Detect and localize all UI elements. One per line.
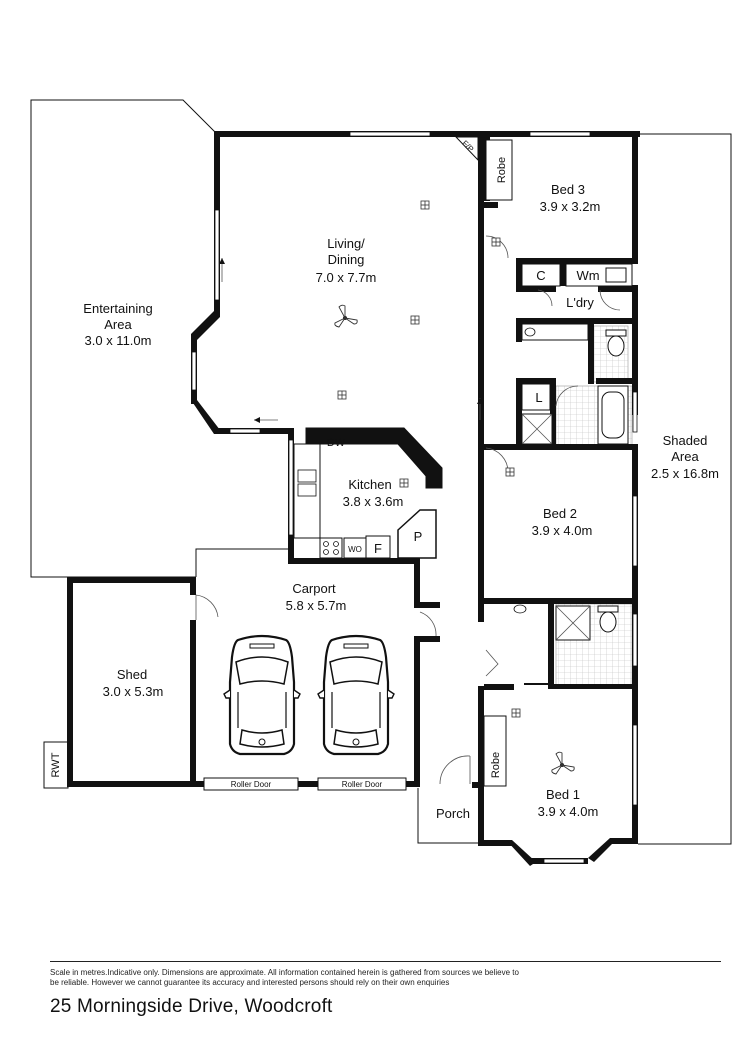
roller-door-left-label: Roller Door bbox=[231, 780, 272, 789]
door-swings bbox=[195, 235, 621, 785]
bed2-size: 3.9 x 4.0m bbox=[532, 523, 593, 538]
shed-size: 3.0 x 5.3m bbox=[103, 684, 164, 699]
bathroom-fixtures bbox=[521, 383, 629, 445]
entertaining-name-2: Area bbox=[104, 317, 132, 332]
living-size: 7.0 x 7.7m bbox=[316, 270, 377, 285]
linen-l-label: L bbox=[535, 390, 542, 405]
robe-top bbox=[485, 139, 513, 201]
roller-doors bbox=[203, 777, 407, 791]
pantry-label: P bbox=[414, 529, 423, 544]
dishwasher-label: DW bbox=[327, 437, 346, 449]
shaded-area-outline bbox=[638, 133, 732, 845]
porch-name: Porch bbox=[436, 806, 470, 821]
carport-size: 5.8 x 5.7m bbox=[286, 598, 347, 613]
robe-bed1 bbox=[483, 715, 507, 787]
shaded-name-2: Area bbox=[671, 449, 699, 464]
fridge-label: F bbox=[374, 541, 382, 556]
bed2-name: Bed 2 bbox=[543, 506, 577, 521]
rwt-label: RWT bbox=[50, 752, 62, 777]
washing-machine-label: Wm bbox=[576, 268, 599, 283]
bed1-name: Bed 1 bbox=[546, 787, 580, 802]
cars bbox=[222, 634, 396, 756]
carport-name: Carport bbox=[292, 581, 336, 596]
kitchen-name: Kitchen bbox=[348, 477, 391, 492]
bed1-size: 3.9 x 4.0m bbox=[538, 804, 599, 819]
property-address: 25 Morningside Drive, Woodcroft bbox=[50, 996, 333, 1017]
kitchen-fixtures bbox=[293, 443, 437, 559]
fireplace-symbol bbox=[454, 136, 479, 162]
living-name-2: Dining bbox=[328, 252, 365, 267]
living-name-1: Living/ bbox=[327, 236, 365, 251]
shaded-size: 2.5 x 16.8m bbox=[651, 466, 719, 481]
toilet-laundry bbox=[605, 329, 627, 357]
robe-bed1-label: Robe bbox=[490, 752, 502, 778]
footer-divider bbox=[50, 961, 721, 962]
roller-door-right-label: Roller Door bbox=[342, 780, 383, 789]
laundry-name: L'dry bbox=[566, 295, 594, 310]
entertaining-size: 3.0 x 11.0m bbox=[85, 333, 152, 348]
bed3-size: 3.9 x 3.2m bbox=[540, 199, 601, 214]
floor-plan: Entertaining Area 3.0 x 11.0m Living/ Di… bbox=[30, 99, 732, 866]
ensuite-fixtures bbox=[513, 604, 619, 685]
laundry-fixtures bbox=[521, 263, 633, 341]
windows bbox=[191, 131, 638, 864]
entertaining-name-1: Entertaining bbox=[83, 301, 152, 316]
kitchen-size: 3.8 x 3.6m bbox=[343, 494, 404, 509]
shed-name: Shed bbox=[117, 667, 147, 682]
disclaimer-text: Scale in metres.Indicative only. Dimensi… bbox=[50, 968, 519, 987]
carport-outline bbox=[195, 548, 292, 577]
bed3-name: Bed 3 bbox=[551, 182, 585, 197]
linen-c-label: C bbox=[536, 268, 545, 283]
robe-top-label: Robe bbox=[496, 157, 508, 183]
room-labels: Entertaining Area 3.0 x 11.0m Living/ Di… bbox=[83, 182, 719, 821]
fixture-labels: Robe Robe F/P C Wm L DW WO F P RWT Rolle… bbox=[50, 139, 600, 789]
shaded-name-1: Shaded bbox=[663, 433, 708, 448]
porch-outline bbox=[417, 788, 478, 844]
wall-oven-label: WO bbox=[348, 545, 362, 554]
